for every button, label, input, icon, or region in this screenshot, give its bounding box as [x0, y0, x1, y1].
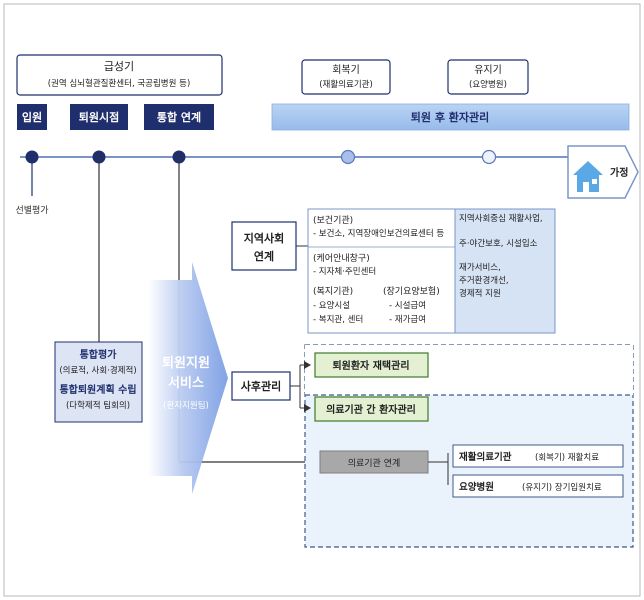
community-programs-box	[454, 208, 556, 334]
stage-integrated-link-label: 통합 연계	[157, 110, 201, 124]
health-item: - 보건소, 지역장애인보건의료센터 등	[313, 228, 444, 239]
phase-recovery-subtitle: (재활의료기관)	[319, 79, 373, 90]
phase-maintenance-subtitle: (요양병원)	[469, 79, 507, 90]
ltc-item: - 재가급여	[389, 314, 426, 325]
stage-admission-label: 입원	[22, 110, 42, 124]
ltc-title: (장기요양보험)	[383, 286, 440, 297]
followup: 사후관리 퇴원환자 재택관리 의료기관 간 환자관리 의료기관 연계 재활의료기…	[231, 344, 634, 548]
home-mgmt-box	[314, 352, 429, 378]
screening-label: 선별평가	[15, 205, 48, 216]
home-mgmt-label: 퇴원환자 재택관리	[332, 359, 409, 372]
home-label: 가정	[610, 166, 628, 179]
stage-admission: 입원	[17, 104, 47, 130]
assessment-title: 통합평가	[80, 348, 118, 361]
inter-mgmt-box	[314, 396, 429, 422]
nursing-name: 요양병원	[459, 481, 494, 493]
community-services-box	[307, 208, 456, 334]
outer-frame	[3, 3, 641, 597]
rehab-detail: (회복기) 재활치료	[535, 452, 599, 463]
stage-post-discharge-label: 퇴원 후 환자관리	[411, 110, 490, 124]
stage-post-discharge: 퇴원 후 환자관리	[271, 103, 630, 131]
community-label-line1: 지역사회	[244, 231, 284, 245]
health-title: (보건기관)	[313, 215, 353, 226]
welfare-title: (복지기관)	[313, 286, 353, 297]
nursing-box	[452, 474, 624, 498]
timeline-dot-recovery	[340, 149, 356, 165]
welfare-item: - 요양시설	[313, 300, 350, 311]
program-item: 재가서비스,	[459, 263, 501, 273]
assessment-box: 통합평가 (의료적, 사회·경제적) 통합퇴원계획 수립 (다학제적 팀회의)	[54, 341, 143, 423]
phase-acute: 급성기 (권역 심뇌혈관질환센터, 국공립병원 등)	[16, 54, 223, 96]
timeline-dot-maintenance	[481, 149, 497, 165]
phase-acute-title: 급성기	[104, 60, 134, 73]
program-item: 주·야간보호, 시설입소	[459, 238, 538, 249]
stage-integrated-link: 통합 연계	[144, 104, 214, 130]
program-item: 주거환경개선,	[459, 275, 509, 286]
care-title: (케어안내창구)	[313, 253, 370, 264]
phase-maintenance-title: 유지기	[474, 64, 502, 76]
support-service-arrow: 퇴원지원 서비스 (환자지원팀)	[148, 262, 228, 494]
phase-maintenance: 유지기 (요양병원)	[447, 59, 529, 95]
community-link: 지역사회 연계 (보건기관) - 보건소, 지역장애인보건의료센터 등 (케어안…	[231, 208, 556, 334]
nursing-detail: (유지기) 장기입원치료	[522, 482, 602, 493]
phase-recovery: 회복기 (재활의료기관)	[301, 59, 391, 95]
phase-acute-subtitle: (권역 심뇌혈관질환센터, 국공립병원 등)	[48, 78, 191, 89]
ltc-item: - 시설급여	[389, 300, 426, 311]
followup-label: 사후관리	[241, 379, 281, 393]
welfare-item: - 복지관, 센터	[313, 314, 363, 325]
home-box: 가정	[567, 145, 639, 199]
stage-discharge-point-label: 퇴원시점	[79, 110, 119, 124]
inter-mgmt-label: 의료기관 간 환자관리	[326, 403, 416, 416]
phase-recovery-title: 회복기	[332, 64, 360, 76]
rehab-box	[452, 444, 624, 468]
rehab-name: 재활의료기관	[459, 451, 512, 463]
program-item: 지역사회중심 재활사업,	[459, 213, 543, 224]
care-item: - 지자체·주민센터	[313, 266, 376, 277]
discharge-plan-subtitle: (다학제적 팀회의)	[66, 400, 130, 411]
support-service-sub: (환자지원팀)	[163, 400, 209, 411]
assessment-subtitle: (의료적, 사회·경제적)	[59, 365, 136, 376]
support-service-line2: 서비스	[168, 376, 204, 391]
program-item: 경제적 지원	[459, 288, 501, 299]
support-service-line1: 퇴원지원	[162, 355, 210, 371]
medical-link-label: 의료기관 연계	[348, 457, 401, 469]
discharge-plan-title: 통합퇴원계획 수립	[59, 383, 136, 396]
timeline-dot-admission	[25, 150, 39, 164]
house-icon	[573, 161, 603, 192]
stage-discharge-point: 퇴원시점	[70, 104, 128, 130]
community-label-line2: 연계	[254, 249, 274, 263]
